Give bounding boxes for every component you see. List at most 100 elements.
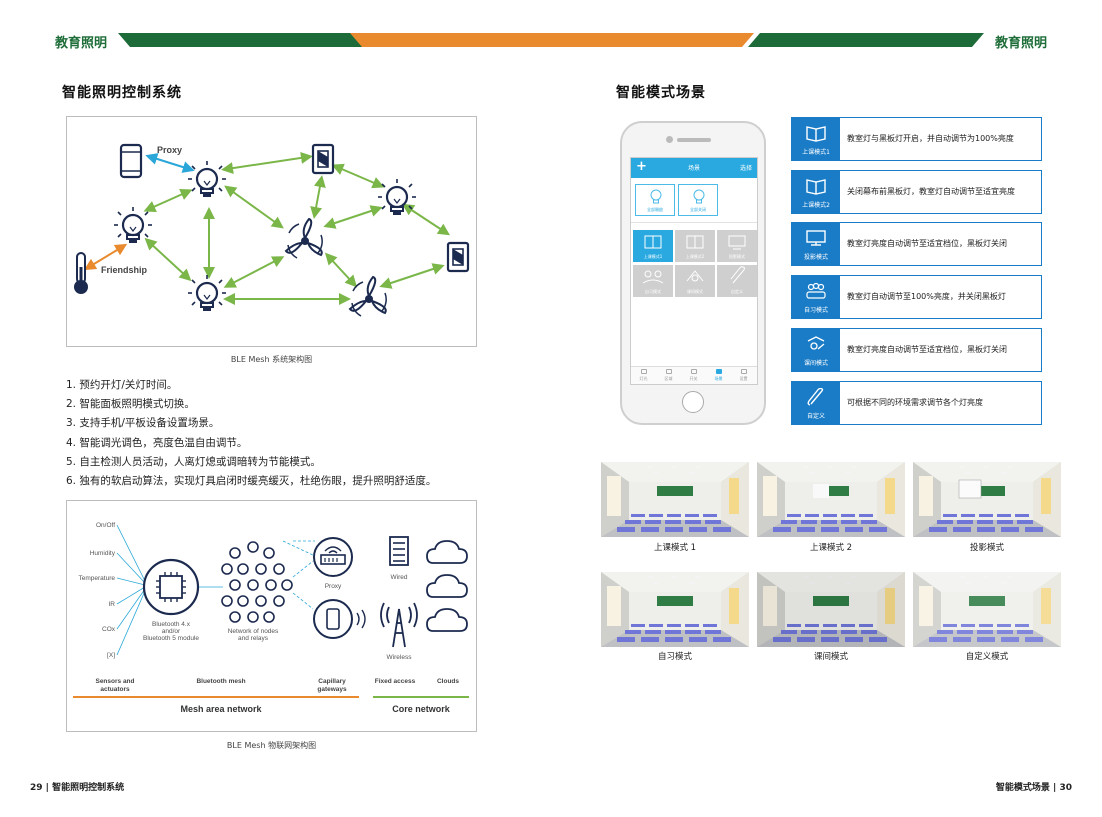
- mode-tile[interactable]: 课间模式: [675, 265, 715, 297]
- book-icon: [806, 179, 826, 195]
- brand-left: 教育照明: [55, 36, 108, 51]
- feature-item: 3. 支持手机/平板设备设置场景。: [66, 417, 220, 430]
- fig1-caption: BLE Mesh 系统架构图: [230, 355, 313, 364]
- module-label-3: Bluetooth 5 module: [143, 635, 199, 642]
- classroom-photo: [757, 572, 905, 647]
- switch-icon-1: [311, 143, 335, 175]
- fan-icon-2: [349, 276, 388, 317]
- chip-icon: [142, 558, 200, 616]
- ble-mesh-iot-diagram: On/Off Humidity Temperature IR COx [X] B…: [73, 522, 469, 714]
- feature-item: 4. 智能调光调色，亮度色温自由调节。: [66, 436, 248, 449]
- photo-caption: 课间模式: [813, 652, 848, 662]
- mode-badge: 自定义: [792, 382, 840, 424]
- add-button[interactable]: +: [636, 159, 647, 174]
- app-tab-bar: 灯光 区域 开关 场景 设置: [631, 366, 757, 384]
- mode-row: 自习模式 教室灯自动调节至100%亮度，并关闭黑板灯: [791, 275, 1042, 319]
- capillary-gateways-label-1: Capillary: [318, 678, 346, 685]
- link-bulb-fan-low: [223, 256, 285, 288]
- phone-screen: + 场景 选择 全部開啟 全部关闭 上课模式1 上课模式2 投影模式 自习模式: [630, 157, 758, 385]
- mode-tile[interactable]: 上课模式2: [675, 230, 715, 262]
- link-bulb-bulb-diag: [144, 237, 192, 282]
- monitor-icon: [806, 230, 826, 246]
- capillary-gateways-label-2: gateways: [317, 686, 347, 693]
- tab-scenes[interactable]: 场景: [706, 369, 731, 382]
- mode-tile[interactable]: 自定义: [717, 265, 757, 297]
- phone-speaker: [677, 138, 711, 142]
- right-section-title: 智能模式场景: [616, 85, 706, 101]
- mode-tile[interactable]: 上课模式1: [633, 230, 673, 262]
- sensor-label: On/Off: [96, 522, 115, 529]
- cloud-icon: [426, 540, 468, 632]
- mesh-network-graph: [221, 541, 293, 623]
- ble-mesh-system-diagram: Proxy Friendship: [74, 143, 470, 317]
- mode-description: 教室灯亮度自动调节至适宜档位，黑板灯关闭: [847, 239, 1007, 248]
- left-section-title: 智能照明控制系统: [62, 85, 182, 101]
- mode-row: 上课模式2 关闭幕布前黑板灯，教室灯自动调节至适宜亮度: [791, 170, 1042, 214]
- mode-tile[interactable]: 自习模式: [633, 265, 673, 297]
- share-icon: [740, 369, 747, 374]
- tab-switches[interactable]: 开关: [681, 369, 706, 382]
- feature-item: 1. 预约开灯/关灯时间。: [66, 379, 178, 391]
- scene-label: 全部关闭: [690, 207, 706, 212]
- scene-tile-all-off[interactable]: 全部关闭: [678, 184, 718, 216]
- select-button[interactable]: 选择: [739, 165, 752, 172]
- bluetooth-mesh-label: Bluetooth mesh: [196, 678, 245, 685]
- grid-icon: [665, 369, 672, 374]
- switch-icon-2: [446, 241, 470, 273]
- wireless-label: Wireless: [387, 654, 413, 661]
- people-icon: [806, 282, 826, 299]
- server-icon: [389, 536, 409, 566]
- classroom-photo: [913, 462, 1061, 537]
- banner-green-right: [748, 33, 984, 47]
- scene-tile-all-on[interactable]: 全部開啟: [635, 184, 675, 216]
- fixed-access-label: Fixed access: [375, 678, 416, 685]
- classroom-photo: [757, 462, 905, 537]
- lightbulb-icon: [640, 369, 647, 374]
- footer-left: 29 | 智能照明控制系统: [30, 783, 125, 793]
- link-bulb-bulb-left: [143, 188, 193, 213]
- divider: [631, 222, 757, 223]
- link-phone-bulb: [145, 153, 195, 173]
- module-label-1: Bluetooth 4.x: [152, 621, 191, 628]
- phone-camera: [666, 136, 673, 143]
- router-icon: [313, 537, 353, 577]
- link-bulb-switch-right: [401, 203, 451, 236]
- core-network-label: Core network: [392, 704, 451, 714]
- photo-caption: 投影模式: [969, 543, 1004, 553]
- tab-zones[interactable]: 区域: [656, 369, 681, 382]
- link-switch-bulb-right: [331, 163, 385, 189]
- feature-item: 6. 独有的软启动算法，实现灯具启闭时缓亮缓灭，杜绝伤眼，提升照明舒适度。: [66, 475, 437, 488]
- brand-right: 教育照明: [995, 36, 1048, 51]
- link-bulb-switch: [221, 151, 313, 175]
- feature-item: 5. 自主检测人员活动，人离灯熄或调暗转为节能模式。: [66, 455, 321, 468]
- link-fan-fan2: [324, 252, 358, 288]
- tab-settings[interactable]: 设置: [731, 369, 756, 382]
- footer-right: 智能模式场景 | 30: [995, 783, 1072, 793]
- mode-badge: 课间模式: [792, 329, 840, 371]
- mode-row: 上课模式1 教室灯与黑板灯开启，并自动调节为100%亮度: [791, 117, 1042, 161]
- bulb-icon-1: [186, 159, 228, 199]
- bulb-icon-2: [112, 205, 154, 245]
- mobile-icon: [313, 599, 366, 639]
- app-header: + 场景 选择: [631, 158, 757, 178]
- bulb-icon-3: [186, 273, 228, 313]
- ble-mesh-system-figure: Proxy Friendship: [66, 116, 477, 347]
- tab-lights[interactable]: 灯光: [631, 369, 656, 382]
- link-switch-fan: [310, 175, 326, 219]
- fig2-caption: BLE Mesh 物联网架构图: [226, 741, 317, 750]
- sensor-label: Temperature: [79, 575, 116, 582]
- thermometer-icon: [74, 252, 88, 294]
- mode-row: 投影模式 教室灯亮度自动调节至适宜档位，黑板灯关闭: [791, 222, 1042, 266]
- feature-list: 1. 预约开灯/关灯时间。 2. 智能面板照明模式切换。 3. 支持手机/平板设…: [66, 376, 486, 491]
- bulb-icon: [650, 189, 662, 204]
- mode-row: 课间模式 教室灯亮度自动调节至适宜档位，黑板灯关闭: [791, 328, 1042, 372]
- photo-caption: 上课模式 1: [653, 543, 697, 553]
- network-label-1: Network of nodes: [228, 628, 279, 635]
- app-title: 场景: [687, 165, 700, 172]
- tower-icon: [380, 602, 418, 648]
- module-label-2: and/or: [162, 628, 181, 635]
- mode-description: 关闭幕布前黑板灯，教室灯自动调节至适宜亮度: [847, 187, 1015, 196]
- link-fan-bulb-right: [323, 205, 383, 229]
- mode-tile[interactable]: 投影模式: [717, 230, 757, 262]
- paperclip-icon: [807, 388, 824, 406]
